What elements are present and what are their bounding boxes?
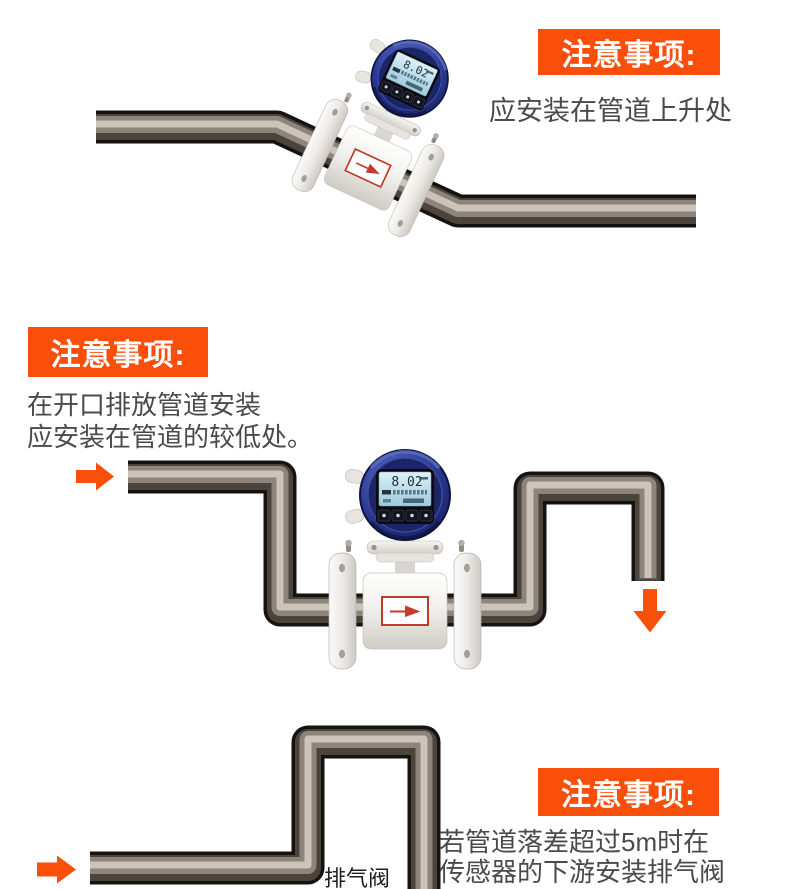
section-bottom-diagram <box>37 739 424 889</box>
middle-caption-line2: 应安装在管道的较低处。 <box>27 422 314 452</box>
outlet-down-arrow-icon <box>633 589 667 633</box>
inlet-right-arrow-icon <box>76 462 114 491</box>
section-middle-diagram <box>76 450 667 669</box>
bottom-caption-line2: 传感器的下游安装排气阀 <box>439 857 726 887</box>
middle-caption-line1: 在开口排放管道安装 <box>27 390 262 420</box>
flowmeter-middle <box>329 450 481 669</box>
middle-caption: 在开口排放管道安装 应安装在管道的较低处。 <box>27 389 313 453</box>
notice-badge-bottom: 注意事项: <box>538 768 719 816</box>
inlet-right-arrow-icon <box>37 855 76 884</box>
bottom-caption: 若管道落差超过5m时在 传感器的下游安装排气阀 <box>439 827 725 887</box>
exhaust-valve-label: 排气阀 <box>324 866 391 889</box>
top-caption: 应安装在管道上升处 <box>489 96 732 126</box>
notice-badge-top: 注意事项: <box>538 29 720 75</box>
notice-badge-middle: 注意事项: <box>28 327 208 377</box>
bottom-caption-line1: 若管道落差超过5m时在 <box>439 827 710 857</box>
